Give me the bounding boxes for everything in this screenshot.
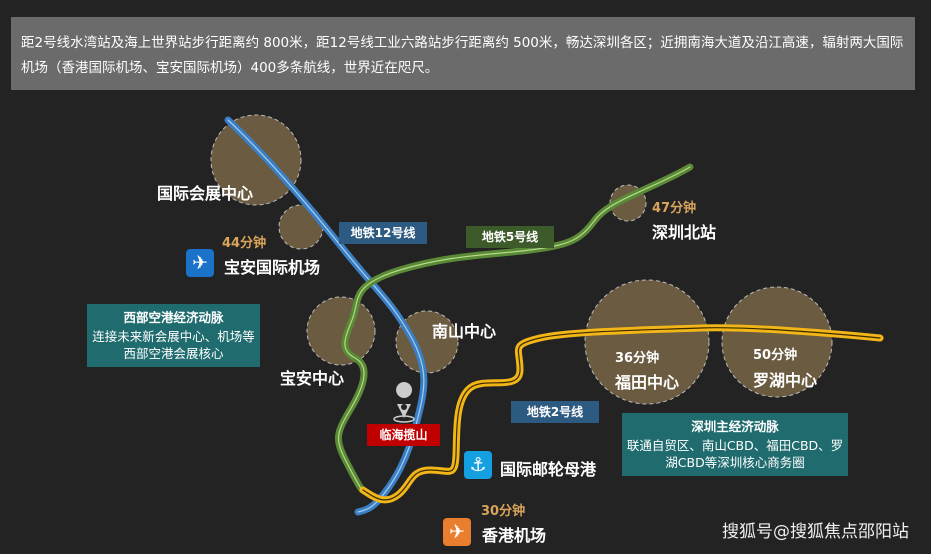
tag-line-2: 地铁2号线 [511, 401, 599, 423]
location-pin-icon [393, 382, 415, 423]
time-futian: 36分钟 [615, 351, 660, 366]
main-title: 深圳主经济动脉 [691, 419, 779, 434]
label-hk-airport: 香港机场 [482, 526, 547, 545]
anchor-icon: ⚓ [464, 451, 492, 479]
intro-banner: 距2号线水湾站及海上世界站步行距离约 800米，距12号线工业六路站步行距离约 … [11, 17, 915, 90]
time-baoan-airport: 44分钟 [222, 236, 267, 251]
label-north: 深圳北站 [652, 223, 717, 242]
time-luohu: 50分钟 [753, 348, 798, 363]
main-text: 联通自贸区、南山CBD、福田CBD、罗湖CBD等深圳核心商务圈 [626, 438, 844, 470]
baoan-circle [306, 296, 376, 366]
futian-circle [584, 279, 710, 405]
airplane-icon: ✈ [443, 518, 471, 546]
label-futian: 福田中心 [615, 373, 680, 392]
label-luohu: 罗湖中心 [753, 371, 818, 390]
label-baoan-airport: 宝安国际机场 [224, 258, 321, 277]
label-baoan-center: 宝安中心 [280, 369, 345, 388]
watermark: 搜狐号@搜狐焦点邵阳站 [722, 522, 909, 542]
tag-line-12: 地铁12号线 [339, 222, 427, 244]
tag-site: 临海揽山 [367, 424, 440, 446]
west-text: 连接未来新会展中心、机场等西部空港会展核心 [92, 329, 255, 361]
nanshan-circle [395, 310, 459, 374]
expo-circle [210, 114, 302, 206]
west-title: 西部空港经济动脉 [123, 310, 224, 325]
luohu-circle [721, 286, 833, 398]
label-expo: 国际会展中心 [157, 184, 254, 203]
label-nanshan: 南山中心 [432, 322, 497, 341]
time-north: 47分钟 [652, 201, 697, 216]
label-cruise: 国际邮轮母港 [500, 460, 597, 479]
tag-line-5: 地铁5号线 [466, 226, 554, 248]
west-corridor-box: 西部空港经济动脉连接未来新会展中心、机场等西部空港会展核心 [87, 304, 260, 367]
time-hk-airport: 30分钟 [481, 504, 526, 519]
airplane-icon: ✈ [186, 249, 214, 277]
main-corridor-box: 深圳主经济动脉联通自贸区、南山CBD、福田CBD、罗湖CBD等深圳核心商务圈 [622, 413, 848, 476]
